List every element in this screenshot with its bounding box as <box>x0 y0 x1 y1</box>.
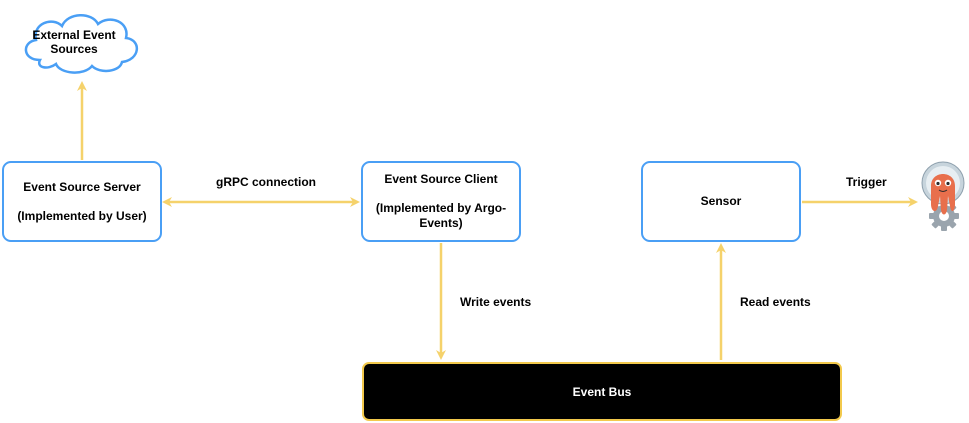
event-bus-title: Event Bus <box>572 384 632 399</box>
event-source-client-title: Event Source Client <box>384 172 498 186</box>
sensor-title: Sensor <box>700 194 742 208</box>
sensor-node: Sensor <box>641 161 801 242</box>
event-source-client-subtitle-line1: (Implemented by Argo- <box>375 201 507 215</box>
event-source-server-title: Event Source Server <box>23 179 141 194</box>
read-events-label: Read events <box>740 295 811 309</box>
trigger-label: Trigger <box>846 175 887 189</box>
external-sources-cloud <box>24 14 138 74</box>
event-source-server-node: Event Source Server (Implemented by User… <box>2 161 162 242</box>
event-source-client-subtitle-line2: Events) <box>419 216 463 230</box>
external-sources-label: External Event Sources <box>30 28 118 56</box>
event-bus-node: Event Bus <box>362 362 842 421</box>
external-sources-line2: Sources <box>50 42 98 56</box>
write-events-label: Write events <box>460 295 532 309</box>
argo-octopus-icon <box>921 161 965 231</box>
event-source-server-subtitle: (Implemented by User) <box>17 208 147 223</box>
grpc-connection-label: gRPC connection <box>216 175 317 189</box>
external-sources-line1: External Event <box>32 28 116 42</box>
event-source-client-node: Event Source Client (Implemented by Argo… <box>361 161 521 242</box>
